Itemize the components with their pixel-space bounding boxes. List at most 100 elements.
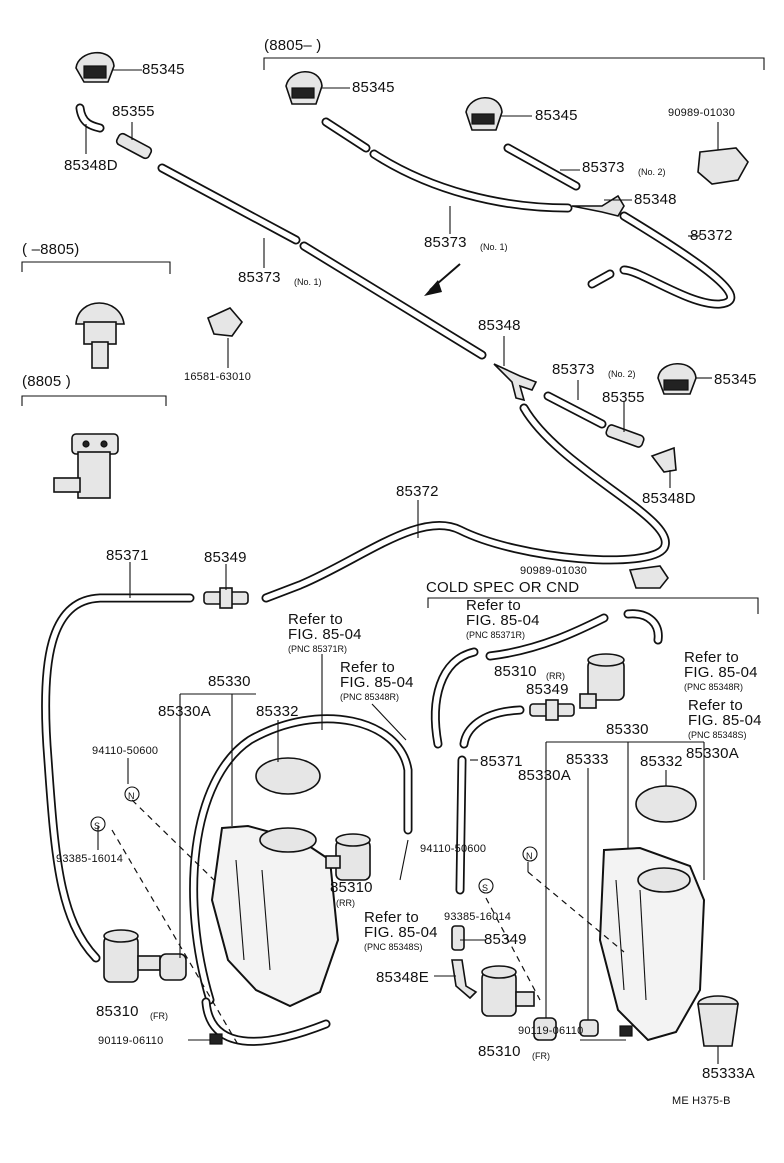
marker-n-label: N [128,791,135,801]
part-label: 85348D [64,157,118,174]
part-label: 94110-50600 [92,745,159,757]
part-label: 85373 [552,361,595,378]
part-label: 85330A [158,703,211,720]
hose-tank-loop [189,714,413,1046]
part-note: (No. 2) [608,369,636,379]
reference-callout: Refer to FIG. 85-04 (PNC 85371R) [466,598,540,643]
part-note: (FR) [150,1011,168,1021]
reference-callout: Refer to FIG. 85-04 (PNC 85348R) [684,650,758,695]
direction-arrow [424,263,461,296]
connector-85355-b [605,424,645,448]
part-note: (No. 1) [480,242,508,252]
part-label: 16581-63010 [184,371,252,383]
part-label: 85372 [396,483,439,500]
marker-s-label: S [94,821,101,831]
part-label: 85330 [208,673,251,690]
ref-line: Refer to [340,659,395,676]
part-label: 85349 [204,549,247,566]
range-bracket-from-8805 [21,395,167,406]
ref-pnc: (PNC 85371R) [288,644,348,654]
part-label: 85310 [494,663,537,680]
filter-85333A [697,995,739,1047]
ref-line: Refer to [684,649,739,666]
part-note: (RR) [546,671,565,681]
pump-85310-fr-a [103,929,161,983]
part-label: 85349 [526,681,569,698]
range-label: (8805 ) [22,373,71,390]
screw-90119-a [209,1033,223,1045]
part-label: 85348 [478,317,521,334]
connector-85355-a [115,132,153,160]
part-label: 85333 [566,751,609,768]
part-note: (RR) [336,898,355,908]
nozzle-85345-d [657,363,697,395]
part-label: 85332 [640,753,683,770]
marker-s-label: S [482,883,489,893]
part-label: 85330 [606,721,649,738]
part-label: 90989-01030 [668,107,736,119]
pump-85310-fr-b [481,965,535,1017]
part-note: (FR) [532,1051,550,1061]
marker-s-b [478,878,494,894]
connector-85348D-a [75,103,105,133]
part-label: 85373 [238,269,281,286]
marker-s-a [90,816,106,832]
part-label: 85349 [484,931,527,948]
part-label: 85333A [702,1065,755,1082]
hose-85372-long [261,403,670,603]
part-note: (No. 2) [638,167,666,177]
range-bracket-8805-top [263,57,765,70]
part-label: 85373 [424,234,467,251]
part-label: 90119-06110 [98,1035,164,1047]
ref-line: Refer to [364,909,419,926]
leader-lines [85,69,719,1064]
part-label: 93385-16014 [56,853,124,865]
reference-callout: Refer to FIG. 85-04 (PNC 85348S) [364,910,438,955]
part-label: 85348 [634,191,677,208]
ref-line: FIG. 85-04 [340,674,414,691]
ref-line: Refer to [466,597,521,614]
part-label: 85345 [352,79,395,96]
pump-85310-rr-a [325,833,371,881]
ref-line: FIG. 85-04 [466,612,540,629]
part-label: 85348D [642,490,696,507]
part-label: 90119-06110 [518,1025,584,1037]
joint-85349-b [529,699,575,721]
grommet-85330A-b [533,1017,557,1041]
connector-85348E [451,959,478,1000]
ref-pnc: (PNC 85371R) [466,630,526,640]
part-label: 85355 [112,103,155,120]
ref-line: FIG. 85-04 [364,924,438,941]
nozzle-85345-a [75,51,115,83]
marker-n-label: N [526,851,533,861]
nozzle-85345-b [285,71,323,105]
part-label: 85373 [582,159,625,176]
part-label: 85348E [376,969,429,986]
pump-85310-rr-b [579,653,625,709]
part-label: 85310 [478,1043,521,1060]
ref-pnc: (PNC 85348S) [688,730,747,740]
section-title: COLD SPEC OR CND [426,579,580,596]
ref-line: FIG. 85-04 [288,626,362,643]
marker-n-b [522,846,538,862]
plug-85333 [579,1019,599,1037]
nozzle-85345-c [465,97,503,131]
screw-90119-b [619,1025,633,1037]
nozzle-detail-new [53,433,119,499]
part-label: 85330A [686,745,739,762]
part-label: 90989-01030 [520,565,588,577]
part-label: 85371 [480,753,523,770]
part-label: 85332 [256,703,299,720]
washer-tank-standard [210,757,340,1008]
part-label: 85330A [518,767,571,784]
ref-line: FIG. 85-04 [684,664,758,681]
clip-90989-b [628,565,669,589]
ref-line: FIG. 85-04 [688,712,762,729]
range-bracket-to-8805 [21,261,171,274]
part-label: 85345 [142,61,185,78]
grommet-85330A [159,953,187,981]
footer-code: ME H375-B [672,1095,731,1107]
range-label: (8805– ) [264,37,322,54]
hose-85373-no1-left [157,163,487,360]
